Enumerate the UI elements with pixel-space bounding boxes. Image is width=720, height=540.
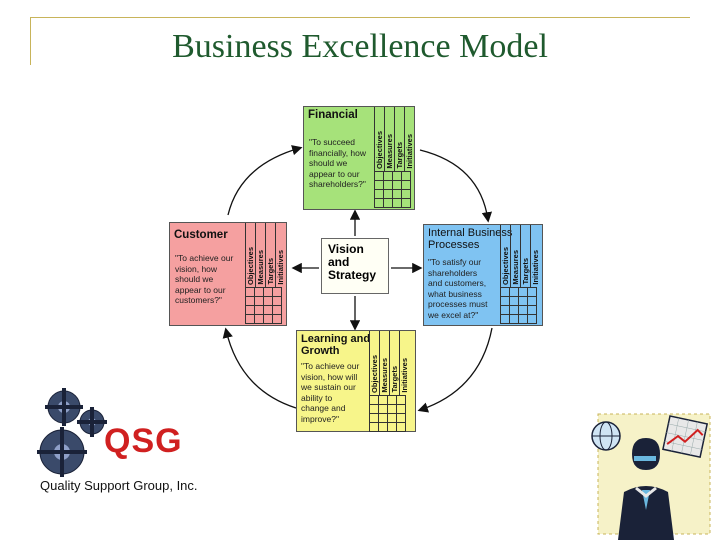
qsg-company-name: Quality Support Group, Inc. (40, 478, 198, 493)
financial-title: Financial (308, 109, 358, 121)
customer-measure-grid (245, 287, 282, 324)
internal-measure-grid (500, 287, 537, 324)
arrow-customer-to-financial (227, 145, 303, 216)
slide-title: Business Excellence Model (172, 28, 548, 65)
financial-measure-grid (374, 171, 411, 208)
arrow-learning-to-customer (222, 327, 297, 409)
arrow-internal-to-learning (417, 327, 493, 413)
arrow-financial-to-internal (419, 149, 493, 223)
gear-icon (37, 388, 107, 477)
customer-title: Customer (174, 229, 228, 241)
qsg-logo-text: QSG (104, 422, 183, 460)
frame-top-line (30, 17, 690, 18)
business-person-icon (591, 413, 711, 540)
frame-left-line (30, 17, 31, 65)
learning-measure-grid (369, 395, 406, 432)
